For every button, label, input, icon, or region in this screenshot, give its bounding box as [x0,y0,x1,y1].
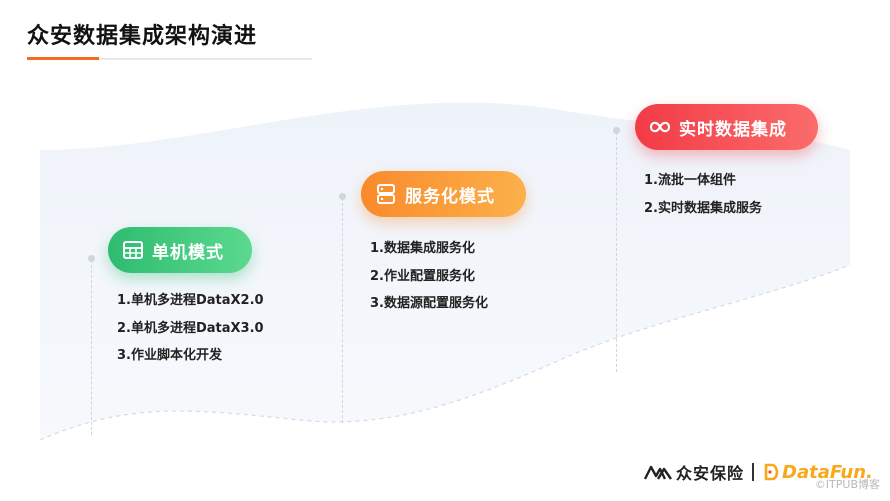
list-item: 2.单机多进程DataX3.0 [117,320,264,336]
stage-3-items: 1.流批一体组件 2.实时数据集成服务 [644,167,762,222]
list-item: 1.流批一体组件 [644,173,736,188]
stage-3-pill: 实时数据集成 [635,104,818,150]
title-accent-bar [27,57,99,60]
infinity-loop-icon [649,116,671,138]
stage-2-pill: 服务化模式 [361,171,526,217]
stage-3-timeline [616,132,617,372]
stage-2-items: 1.数据集成服务化 2.作业配置服务化 3.数据源配置服务化 [370,235,488,318]
table-grid-icon [122,239,144,261]
list-item: 2.实时数据集成服务 [644,200,762,216]
stage-2-dot [339,193,346,200]
wave-fill [40,102,850,441]
footer-logos: 众安保险 DataFun. [644,458,873,486]
stage-1-dot [88,255,95,262]
watermark: ©ITPUB博客 [814,478,880,491]
title-underline [27,58,312,60]
stage-2-label: 服务化模式 [405,186,495,207]
zhongan-logo-icon [644,463,672,481]
company-name: 众安保险 [676,464,745,483]
list-item: 2.作业配置服务化 [370,268,475,284]
server-stack-icon [375,183,397,205]
partner-name: DataFun. [782,461,873,483]
stage-3-label: 实时数据集成 [679,119,787,140]
logo-divider [752,463,755,481]
list-item: 1.数据集成服务化 [370,241,475,256]
datafun-logo-icon [764,463,780,481]
list-item: 1.单机多进程DataX2.0 [117,293,264,308]
list-item: 3.作业脚本化开发 [117,348,222,363]
stage-3-dot [613,127,620,134]
page-title: 众安数据集成架构演进 [27,24,258,49]
stage-2-timeline [342,198,343,423]
stage-1-label: 单机模式 [152,242,224,263]
list-item: 3.数据源配置服务化 [370,296,488,311]
wave-dashed-line [39,264,851,441]
stage-1-pill: 单机模式 [108,227,252,273]
stage-1-timeline [91,260,92,435]
stage-1-items: 1.单机多进程DataX2.0 2.单机多进程DataX3.0 3.作业脚本化开… [117,287,264,370]
